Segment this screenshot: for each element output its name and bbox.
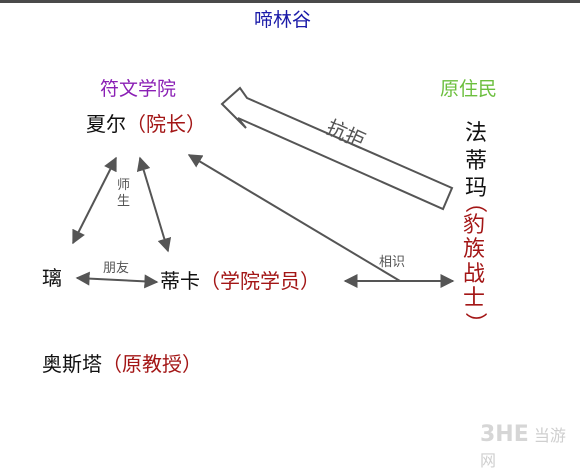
resist-block-arrow — [220, 86, 454, 211]
node-li-name: 璃 — [42, 266, 62, 290]
arrow-li-dika — [75, 271, 159, 289]
node-dika-name: 蒂卡 — [160, 269, 200, 293]
top-border — [0, 0, 580, 3]
node-fadima-name: 法 蒂 玛 — [465, 121, 488, 201]
arrow-fadima-xiaer — [187, 154, 401, 282]
relation-teacher-label: 师 生 — [117, 178, 131, 210]
relation-acquainted-label: 相识 — [379, 255, 406, 270]
relation-arrows: 抗拒 — [72, 86, 455, 289]
faction-natives: 原住民 — [440, 78, 498, 100]
node-xiaer-name: 夏尔 — [86, 112, 126, 136]
node-aosita: 奥斯塔（原教授） — [42, 354, 202, 374]
watermark-logo: 3HE — [480, 422, 529, 447]
node-dika-role: （学院学员） — [200, 269, 320, 293]
relation-friends-label: 朋友 — [103, 261, 130, 276]
node-fadima-role: （ 豹 族 战 士 ） — [462, 191, 488, 335]
node-aosita-role: （原教授） — [102, 352, 202, 376]
arrow-xiaer-li — [72, 156, 117, 245]
faction-academy: 符文学院 — [100, 78, 177, 100]
watermark: 3HE 当游网 — [480, 422, 580, 471]
arrow-xiaer-dika — [136, 156, 172, 253]
node-dika: 蒂卡（学院学员） — [160, 271, 320, 291]
node-xiaer-role: （院长） — [126, 112, 206, 136]
node-aosita-name: 奥斯塔 — [42, 352, 102, 376]
node-li: 璃 — [42, 268, 62, 288]
page-title: 啼林谷 — [254, 9, 312, 31]
node-xiaer: 夏尔（院长） — [86, 114, 206, 134]
